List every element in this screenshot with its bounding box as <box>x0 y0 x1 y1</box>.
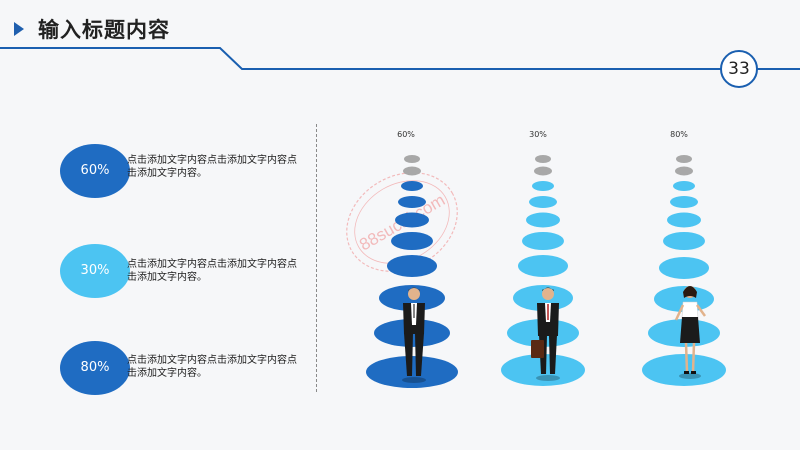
column-2-label: 30% <box>529 130 547 139</box>
item-1-text: 点击添加文字内容点击添加文字内容点击添加文字内容。 <box>127 155 297 179</box>
item-3-text: 点击添加文字内容点击添加文字内容点击添加文字内容。 <box>127 355 297 379</box>
businesswoman-icon <box>674 286 707 379</box>
page-number-badge: 33 <box>720 50 758 88</box>
briefcase-icon <box>531 340 544 358</box>
item-1-percent-circle: 60% <box>60 144 130 198</box>
slide-title: 输入标题内容 <box>38 18 170 42</box>
stack-column-3 <box>642 155 726 386</box>
stack-column-1 <box>366 155 458 388</box>
title-arrow-icon <box>14 22 24 36</box>
item-2-percent-circle: 30% <box>60 244 130 298</box>
businessman-icon <box>402 287 426 383</box>
stack-column-2 <box>501 155 585 386</box>
column-1-label: 60% <box>397 130 415 139</box>
watermark-stamp: 88sucai.com <box>346 172 458 272</box>
dashed-divider <box>316 124 317 392</box>
column-3-label: 80% <box>670 130 688 139</box>
businessman-briefcase-icon <box>531 287 560 381</box>
header-rule <box>0 47 800 70</box>
item-3-percent-circle: 80% <box>60 341 130 395</box>
slide-header: 输入标题内容 33 <box>0 0 800 90</box>
item-2-text: 点击添加文字内容点击添加文字内容点击添加文字内容。 <box>127 259 297 283</box>
watermark-text: 88sucai.com <box>356 190 448 254</box>
